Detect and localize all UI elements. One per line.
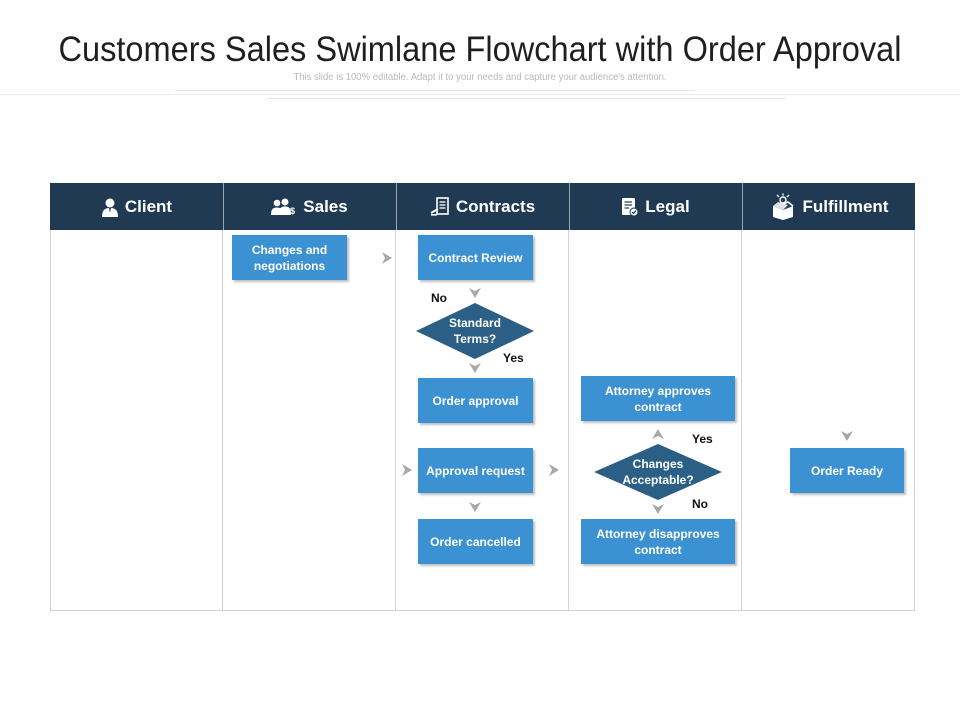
page-title: Customers Sales Swimlane Flowchart with … (58, 30, 902, 69)
arrow-down-icon (652, 504, 664, 514)
lane-divider (395, 230, 396, 611)
node-attorney-disapproves: Attorney disapproves contract (581, 519, 735, 564)
lane-header-legal: Legal (569, 183, 742, 230)
lane-border-bottom (50, 610, 915, 611)
arrow-down-icon (841, 431, 853, 441)
decision-changes-acceptable (594, 444, 722, 500)
lane-header-client: Client (50, 183, 223, 230)
node-order-ready: Order Ready (790, 448, 904, 493)
arrow-right-icon (549, 464, 559, 476)
edge-label-no: No (431, 291, 447, 305)
document-icon (430, 196, 449, 216)
edge-label-yes: Yes (692, 432, 713, 446)
certificate-icon (622, 197, 639, 216)
arrow-down-icon (469, 363, 481, 373)
title-underline (175, 90, 695, 91)
svg-text:$: $ (290, 206, 295, 216)
arrow-down-icon (469, 502, 481, 512)
edge-label-yes: Yes (503, 351, 524, 365)
arrow-up-icon (652, 429, 664, 439)
edge-label-no: No (692, 497, 708, 511)
lane-divider (741, 230, 742, 611)
node-order-cancelled: Order cancelled (418, 519, 533, 564)
node-order-approval: Order approval (418, 378, 533, 423)
node-attorney-approves: Attorney approves contract (581, 376, 735, 421)
people-icon: $ (271, 198, 295, 216)
node-approval-request: Approval request (418, 448, 533, 493)
header-divider (0, 94, 960, 95)
lane-label-sales: Sales (303, 196, 348, 216)
person-icon (101, 198, 118, 217)
lane-divider (222, 230, 223, 611)
box-icon (772, 193, 793, 220)
lane-divider (568, 230, 569, 611)
node-changes-negotiations: Changes and negotiations (232, 235, 347, 280)
subtitle-underline (268, 98, 786, 99)
arrow-right-icon (402, 464, 412, 476)
lane-header-fulfillment: Fulfillment (742, 183, 915, 230)
lane-label-contracts: Contracts (455, 196, 536, 216)
decision-changes-acceptable-label: Changes Acceptable? (622, 457, 694, 487)
lane-border-right (914, 230, 915, 611)
lane-header-row: Client $ Sales Contracts (50, 183, 915, 230)
decision-standard-terms (416, 303, 534, 359)
arrow-right-icon (382, 252, 392, 264)
page-subtitle: This slide is 100% editable. Adapt it to… (293, 72, 667, 83)
decision-standard-terms-label: Standard Terms? (448, 316, 501, 346)
arrow-down-icon (469, 288, 481, 298)
lane-header-sales: $ Sales (223, 183, 396, 230)
lane-label-client: Client (124, 196, 173, 216)
lane-label-legal: Legal (645, 196, 690, 216)
lane-header-contracts: Contracts (396, 183, 569, 230)
node-contract-review: Contract Review (418, 235, 533, 280)
lane-label-fulfillment: Fulfillment (802, 196, 889, 216)
lane-border-left (50, 230, 51, 611)
